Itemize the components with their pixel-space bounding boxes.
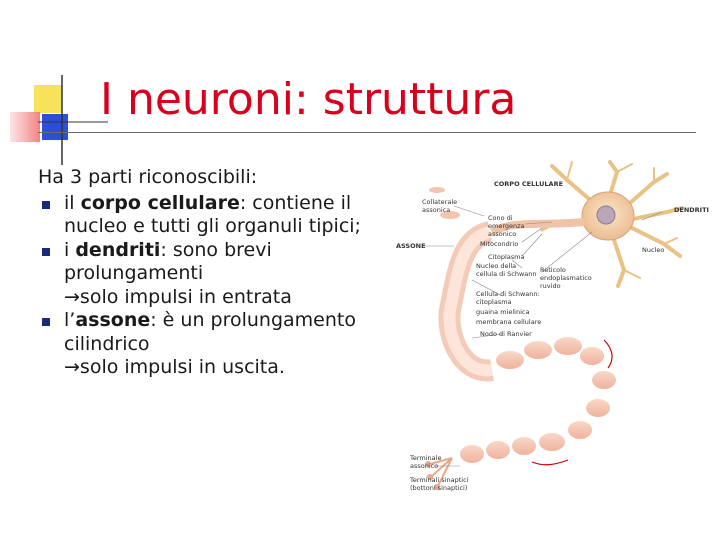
square-bullet-icon xyxy=(42,200,50,209)
label-membrana: membrana cellulare xyxy=(476,318,541,326)
label-mitocondrio: Mitocondrio xyxy=(480,240,518,248)
label-reticolo-2: endoplasmatico xyxy=(540,274,592,282)
label-cono: Cono di xyxy=(488,214,513,222)
label-cono-2: emergenza xyxy=(488,222,525,230)
square-bullet-icon xyxy=(42,318,50,326)
label-collaterale-2: assonica xyxy=(422,206,450,214)
term-assone: assone xyxy=(75,309,151,331)
bullet-item-assone: l’assone: è un prolungamento cilindrico … xyxy=(38,309,398,380)
label-guaina: guaina mielinica xyxy=(476,308,529,316)
impulse-arrow-icon xyxy=(603,339,613,369)
label-nucleo-schwann-2: cellula di Schwann xyxy=(476,270,537,278)
label-ranvier: Nodo di Ranvier xyxy=(480,330,532,338)
label-terminale-2: assonico xyxy=(410,462,438,470)
label-sinaptici: Terminali sinaptici xyxy=(409,476,469,484)
label-dendriti: DENDRITI xyxy=(674,206,709,214)
bullet-list: il corpo cellulare: contiene il nucleo e… xyxy=(38,192,398,380)
bullet-item-dendriti: i dendriti: sono brevi prolungamenti →so… xyxy=(38,239,398,310)
label-corpo-cellulare: CORPO CELLULARE xyxy=(494,180,563,188)
square-bullet-icon xyxy=(42,247,50,256)
label-nucleo-schwann: Nucleo della xyxy=(476,262,516,270)
neuron-diagram: CORPO CELLULARE DENDRITI Collaterale ass… xyxy=(396,160,709,492)
axon-illustration xyxy=(425,187,616,490)
dendrites-illustration xyxy=(540,160,684,288)
bullet-item-corpo: il corpo cellulare: contiene il nucleo e… xyxy=(38,192,398,239)
intro-text: Ha 3 parti riconoscibili: xyxy=(38,166,258,188)
term-corpo: corpo cellulare xyxy=(80,191,240,214)
label-nucleo: Nucleo xyxy=(642,246,664,254)
nucleus-illustration xyxy=(596,205,616,225)
arrow-icon: → xyxy=(64,356,80,378)
label-reticolo: Reticolo xyxy=(540,266,566,274)
slide-title: I neuroni: struttura xyxy=(100,74,517,125)
label-assone: ASSONE xyxy=(396,242,426,250)
term-dendriti: dendriti xyxy=(75,238,161,261)
label-cellula-schwann: Cellula di Schwann: xyxy=(476,290,540,298)
slide-body: Ha 3 parti riconoscibili: il corpo cellu… xyxy=(38,166,398,380)
impulse-arrow-icon xyxy=(531,459,569,466)
arrow-line-entrata: →solo impulsi in entrata xyxy=(64,285,292,308)
label-reticolo-3: ruvido xyxy=(540,282,561,290)
label-collaterale: Collaterale xyxy=(422,198,457,206)
label-terminale: Terminale xyxy=(409,454,441,462)
arrow-line-uscita: →solo impulsi in uscita. xyxy=(64,356,285,378)
arrow-icon: → xyxy=(64,285,80,308)
label-leader-lines xyxy=(424,205,663,467)
title-divider xyxy=(38,132,696,133)
label-cono-3: assonico xyxy=(488,230,516,238)
label-schwann-citoplasma: citoplasma xyxy=(476,298,512,306)
slide-logo xyxy=(10,75,108,165)
label-citoplasma: Citoplasma xyxy=(488,253,525,261)
label-sinaptici-2: (bottoni sinaptici) xyxy=(410,484,467,492)
